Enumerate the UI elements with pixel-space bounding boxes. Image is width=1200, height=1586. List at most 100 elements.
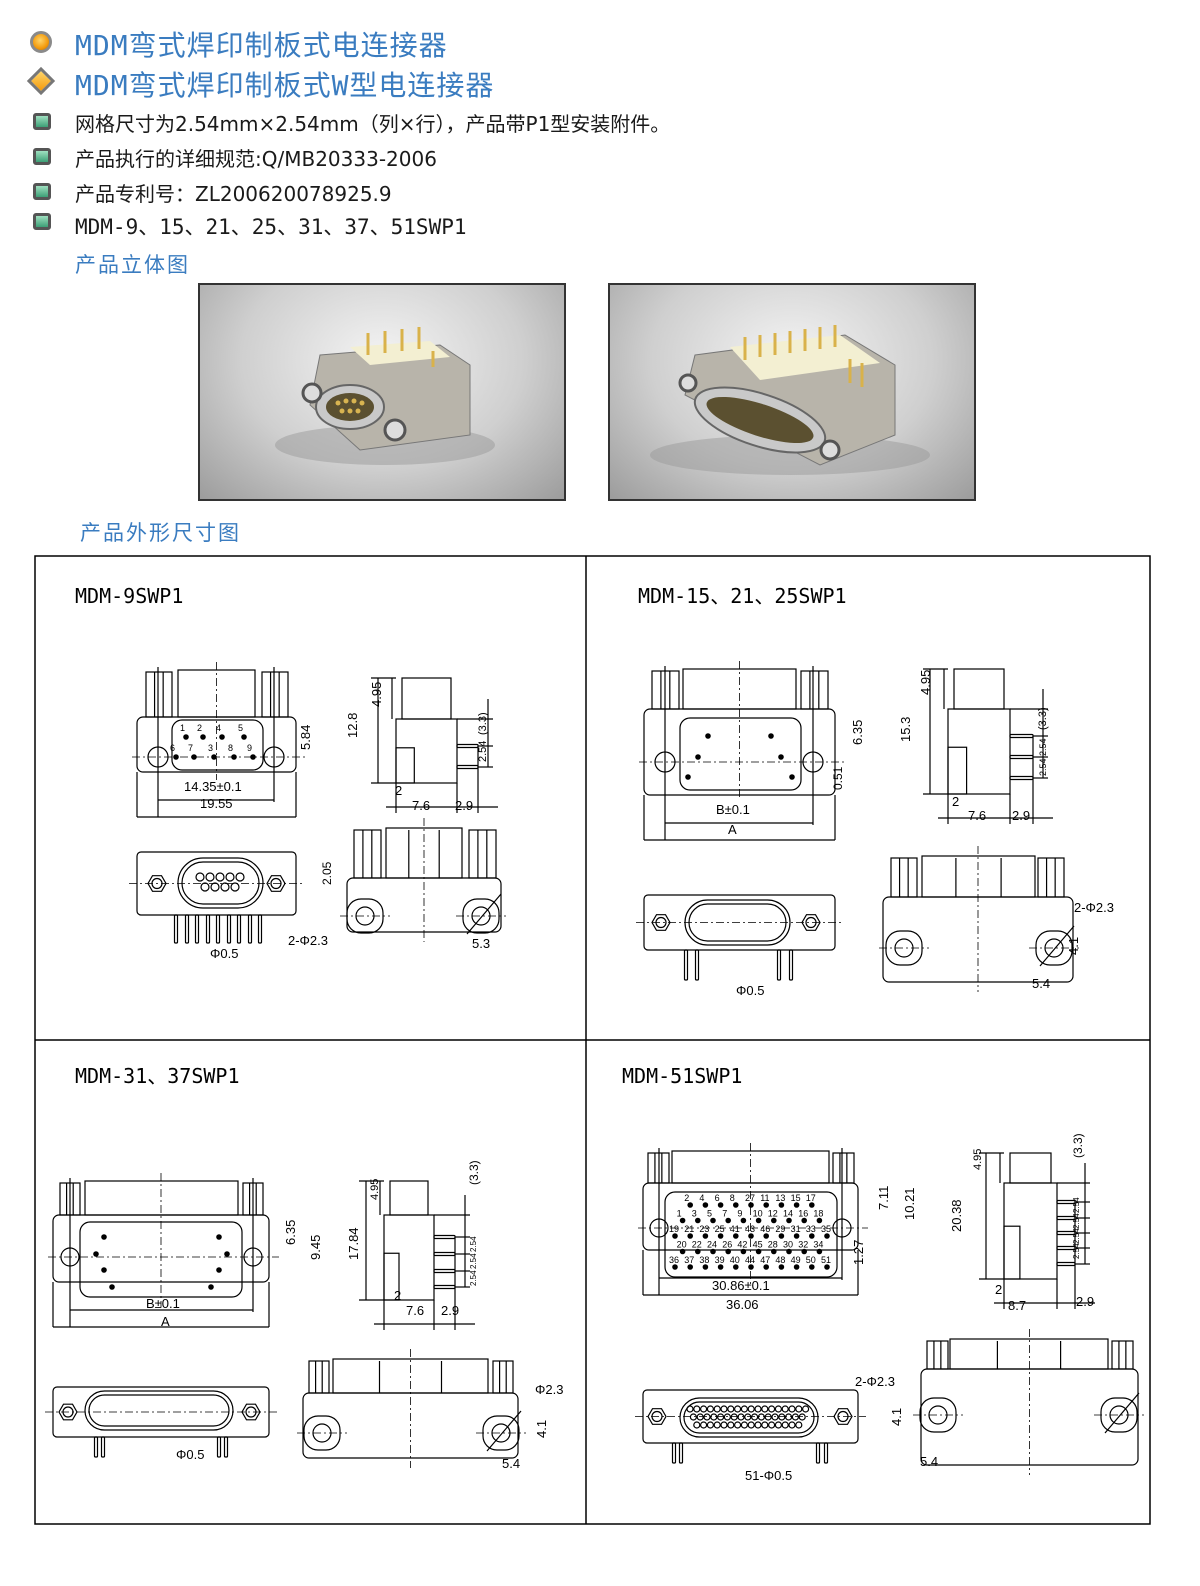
side-boss [395,747,415,784]
contact-socket [686,1405,694,1413]
contact-socket [740,1421,749,1429]
solder-pin [93,1436,99,1458]
contact-pin [732,1264,739,1270]
contact-pin [250,754,256,760]
contact-pin [732,1233,739,1239]
dim-label: 5.3 [472,936,490,951]
contact-socket [235,872,245,882]
contact-socket [693,1405,701,1413]
contact-pin [732,1202,739,1208]
pin-number-label: 5 [707,1209,712,1219]
contact-pin [824,1233,830,1239]
pin-number-label: 43 [745,1224,755,1234]
hex-nut [266,875,286,892]
contact-socket [761,1405,769,1413]
dim-label: 2.9 [1076,1294,1094,1309]
solder-pin [1056,1261,1076,1267]
drawing-line [1039,925,1075,967]
contact-pin [679,1248,686,1255]
contact-pin [725,1217,732,1224]
dim-label: 2 [395,783,402,798]
spec-grid-size: 网格尺寸为2.54mm×2.54mm（列×行），产品带P1型安装附件。 [75,112,671,136]
green-square-bullet-icon [33,113,51,130]
contact-socket [747,1405,755,1413]
jack-post [468,829,497,879]
jack-post [890,857,918,898]
contact-socket [730,1413,738,1421]
contact-pin [740,1248,747,1255]
dim-label: (3.3) [1071,1133,1085,1158]
contact-pin [748,1202,754,1208]
contact-insert [679,717,802,791]
solder-pin [433,1234,456,1240]
pin-number-label: 7 [188,743,193,753]
green-square-bullet-icon [33,148,51,165]
pin-number-label: 28 [768,1240,778,1250]
contact-socket [795,1421,803,1429]
dim-label: 2.54 [477,741,489,762]
jack-post [492,1360,514,1394]
solder-pin [205,914,211,944]
contact-socket [723,1413,732,1421]
contact-socket [761,1421,769,1429]
contact-socket [757,1413,766,1421]
contact-socket [795,1405,803,1413]
side-boss [383,1252,400,1301]
solder-pin [788,949,794,981]
pin-number-label: 23 [699,1224,709,1234]
jack-post [832,1152,855,1184]
pin-number-label: 17 [806,1193,816,1203]
contact-pin [768,733,774,739]
contact-pin [786,1217,792,1224]
contact-socket [788,1405,796,1413]
pin-number-label: 38 [699,1255,709,1265]
contact-pin [687,1264,694,1270]
contact-pin [793,1233,800,1239]
contact-socket [774,1405,783,1413]
dim-label: B±0.1 [716,802,750,817]
contact-pin [216,1267,222,1273]
contact-socket [699,1421,708,1429]
dim-label: 8.7 [1008,1298,1026,1313]
dim-label: 7.6 [968,808,986,823]
contact-socket [750,1413,759,1421]
dim-label: 2.54 [1038,738,1048,756]
side-jack-post [1009,1152,1052,1184]
contact-socket [754,1405,762,1413]
side-boss [1003,1225,1021,1280]
contact-pin [793,1202,800,1208]
dim-label: 2.54 [1072,1197,1081,1213]
contact-pin [717,1202,724,1208]
solder-pin [456,764,479,770]
pin-number-label: 29 [775,1224,785,1234]
contact-socket [801,1405,810,1413]
contact-socket [689,1413,698,1421]
pin-number-label: 6 [170,743,175,753]
pin-number-label: 4 [699,1193,704,1203]
contact-pin [173,754,179,760]
contact-socket [784,1413,793,1421]
connector-shell [177,669,256,718]
contact-pin [778,1202,785,1208]
contact-pin [93,1251,99,1257]
contact-socket [744,1413,752,1421]
dim-label: 2.54 [1072,1213,1081,1229]
panel-title: MDM-31、37SWP1 [75,1064,240,1088]
contact-socket [195,872,205,882]
contact-pin [710,1217,716,1224]
contact-socket [706,1421,715,1429]
contact-socket [205,872,215,882]
d-sub-shell [679,1397,819,1438]
dim-label: 2.54 [1072,1243,1081,1259]
contact-pin [109,1284,115,1290]
contact-pin [672,1233,678,1239]
contact-socket [720,1421,728,1429]
drawing-line [1104,1392,1140,1434]
contact-insert [171,719,264,771]
pin-number-label: 32 [798,1240,808,1250]
pin-number-label: 22 [692,1240,702,1250]
contact-socket [220,882,230,892]
dim-label: (3.3) [467,1160,481,1185]
pin-number-label: 5 [238,723,243,733]
contact-socket [200,882,210,892]
